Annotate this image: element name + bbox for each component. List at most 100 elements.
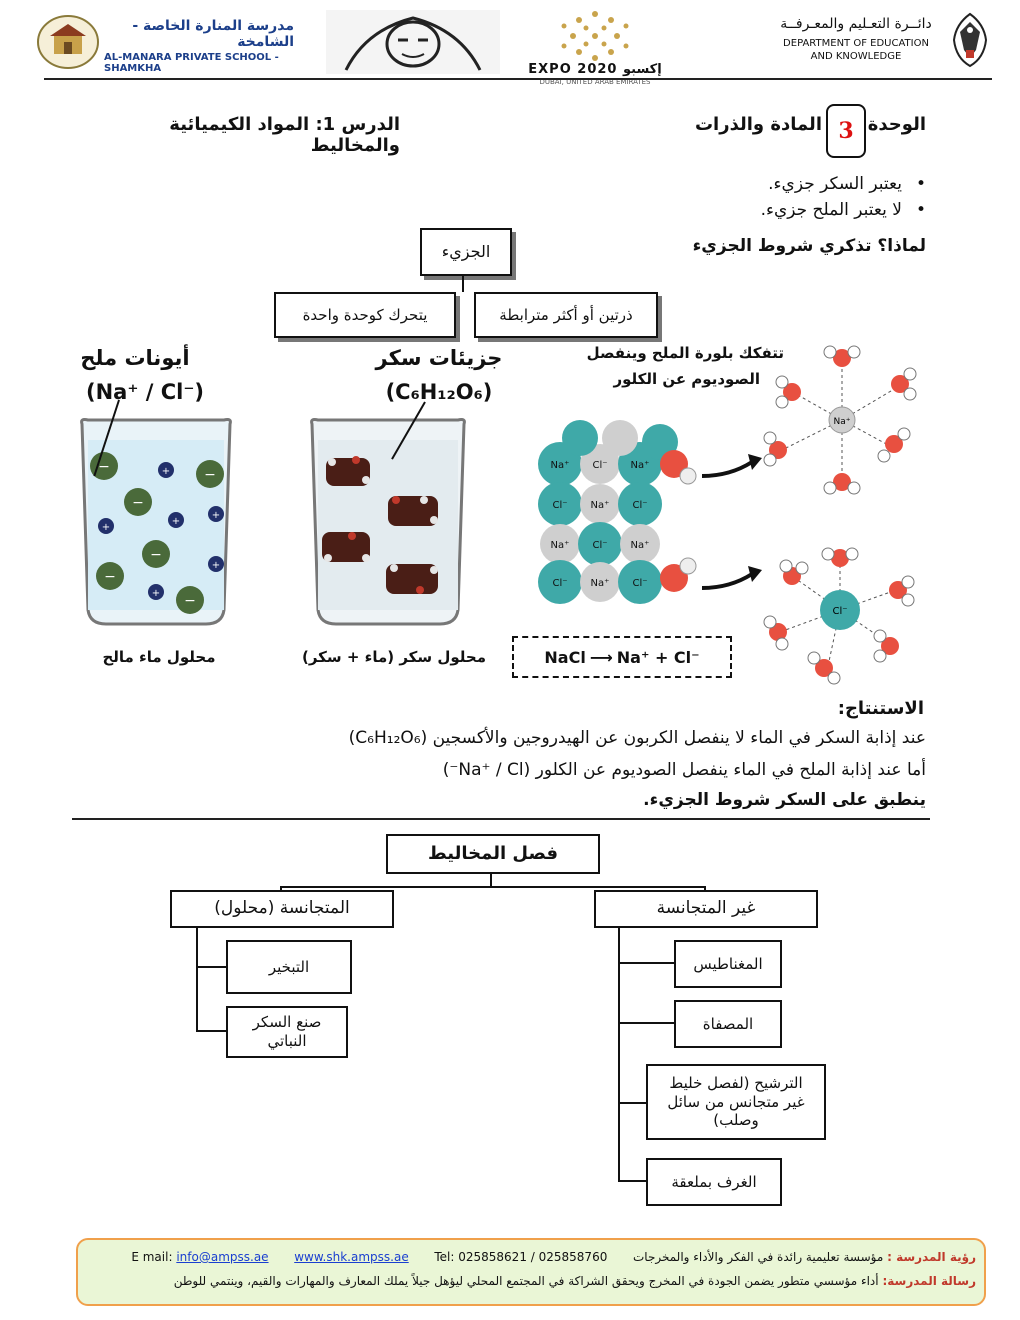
- header-divider: [44, 78, 992, 80]
- svg-text:Na⁺: Na⁺: [631, 460, 650, 471]
- expo-subtext: DUBAI, UNITED ARAB EMIRATES: [539, 78, 651, 86]
- method-rock-candy: صنع السكر النباتي: [226, 1006, 348, 1058]
- footer-tel: Tel: 025858621 / 025858760: [434, 1250, 608, 1264]
- dissolve-title-1: تتفكك بلورة الملح وينفصل: [586, 344, 784, 362]
- svg-text:Cl⁻: Cl⁻: [552, 500, 567, 511]
- dissolve-title-2: الصوديوم عن الكلور: [613, 370, 760, 388]
- footer-row-mission: رسالة المدرسة: أداء مؤسسي متطور يضمن الج…: [86, 1274, 976, 1288]
- arrow-to-cl: [700, 558, 764, 598]
- question-text: لماذا؟ تذكري شروط الجزيء: [692, 236, 926, 256]
- method-spoon: الغرف بملعقة: [646, 1158, 782, 1206]
- school-name-en: AL-MANARA PRIVATE SCHOOL - SHAMKHA: [104, 52, 279, 74]
- mission-label: رسالة المدرسة:: [882, 1274, 976, 1288]
- connector: [704, 886, 706, 890]
- separation-root-box: فصل المخاليط: [386, 834, 600, 874]
- dept-name-en-2: AND KNOWLEDGE: [810, 51, 902, 62]
- connector: [196, 966, 226, 968]
- svg-text:Cl⁻: Cl⁻: [592, 540, 607, 551]
- footer-box: رؤية المدرسة : مؤسسة تعليمية رائدة في ال…: [76, 1238, 986, 1306]
- sugar-formula: (C₆H₁₂O₆): [385, 380, 493, 404]
- equation-products: Na⁺ + Cl⁻: [616, 647, 700, 667]
- connector: [618, 926, 620, 1180]
- unit-title: المادة والذرات: [694, 114, 822, 135]
- molecule-root-box: الجزيء: [420, 228, 512, 276]
- connector: [280, 886, 706, 888]
- footer-email-group: E mail: info@ampss.ae: [131, 1250, 268, 1264]
- method-magnet: المغناطيس: [674, 940, 782, 988]
- conclusion-line-3: ينطبق على السكر شروط الجزيء.: [643, 790, 926, 810]
- equation-arrow: ⟶: [589, 647, 613, 667]
- svg-text:Cl⁻: Cl⁻: [632, 500, 647, 511]
- bullet-item: •لا يعتبر الملح جزيء.: [760, 200, 926, 220]
- method-evaporation: التبخير: [226, 940, 352, 994]
- molecule-child-bonded: ذرتين أو أكثر مترابطة: [474, 292, 658, 338]
- svg-text:+: +: [102, 522, 110, 533]
- homogeneous-box: المتجانسة (محلول): [170, 890, 394, 928]
- footer-website-link[interactable]: www.shk.ampss.ae: [294, 1250, 409, 1264]
- conclusion-heading: الاستنتاج:: [837, 698, 924, 719]
- dissociation-equation: NaCl ⟶ Na⁺ + Cl⁻: [512, 636, 732, 678]
- svg-text:−: −: [98, 459, 110, 475]
- svg-text:+: +: [172, 516, 180, 527]
- hydrated-na: Na⁺: [760, 340, 930, 500]
- svg-text:Na⁺: Na⁺: [591, 578, 610, 589]
- school-name-ar: مدرسة المنارة الخاصة - الشامخة: [132, 18, 294, 50]
- vision-label: رؤية المدرسة :: [887, 1250, 976, 1264]
- conclusion-line-1: عند إذابة السكر في الماء لا ينفصل الكربو…: [348, 728, 926, 748]
- sugar-solution-caption: محلول سكر (ماء + سكر): [301, 648, 486, 666]
- footer-email-link[interactable]: info@ampss.ae: [176, 1250, 269, 1264]
- salt-beaker: − + − − + + + − + − + −: [76, 414, 236, 628]
- falcon-emblem: [946, 10, 994, 70]
- email-label: E mail:: [131, 1250, 173, 1264]
- connector: [490, 872, 492, 888]
- unit-number-badge: 3: [826, 104, 866, 158]
- method-sieve: المصفاة: [674, 1000, 782, 1048]
- lesson-title: الدرس 1: المواد الكيميائية والمخاليط: [169, 114, 400, 156]
- method-filtration: الترشيح (لفصل خليط غير متجانس من سائل وص…: [646, 1064, 826, 1140]
- bullet-list: •يعتبر السكر جزيء. •لا يعتبر الملح جزيء.: [620, 174, 926, 220]
- sugar-molecules-title: جزيئات سكر: [375, 346, 503, 370]
- footer-row-vision: رؤية المدرسة : مؤسسة تعليمية رائدة في ال…: [86, 1250, 976, 1264]
- svg-text:−: −: [184, 593, 196, 609]
- section-divider: [72, 818, 930, 820]
- school-logo: [36, 14, 100, 70]
- connector: [462, 274, 464, 292]
- svg-text:Cl⁻: Cl⁻: [592, 460, 607, 471]
- svg-text:−: −: [132, 495, 144, 511]
- sugar-beaker: [306, 414, 470, 628]
- svg-text:Na⁺: Na⁺: [834, 417, 851, 427]
- svg-text:+: +: [212, 560, 220, 571]
- svg-text:Cl⁻: Cl⁻: [832, 606, 847, 617]
- equation-reactant: NaCl: [544, 647, 586, 667]
- connector: [196, 926, 198, 1032]
- connector: [618, 1102, 646, 1104]
- svg-text:−: −: [204, 467, 216, 483]
- vision-text: مؤسسة تعليمية رائدة في الفكر والأداء وال…: [633, 1250, 884, 1264]
- connector: [618, 962, 674, 964]
- mission-text: أداء مؤسسي متطور يضمن الجودة في المخرج و…: [173, 1274, 879, 1288]
- unit-label: الوحدة: [867, 114, 926, 135]
- svg-text:+: +: [162, 466, 170, 477]
- connector: [618, 1022, 674, 1024]
- arrow-to-na: [700, 446, 764, 486]
- svg-text:−: −: [104, 569, 116, 585]
- dept-name-ar: دائــرة التعـليم والمعـرفــة: [780, 16, 932, 32]
- hydrated-cl: Cl⁻: [758, 536, 930, 686]
- molecule-child-unit: يتحرك كوحدة واحدة: [274, 292, 456, 338]
- svg-text:Cl⁻: Cl⁻: [552, 578, 567, 589]
- salt-ions-formula: (Na⁺ / Cl⁻): [85, 380, 204, 404]
- expo-text: EXPO 2020 إكسبو: [528, 62, 662, 77]
- expo-logo: EXPO 2020 إكسبو DUBAI, UNITED ARAB EMIRA…: [502, 8, 688, 86]
- svg-text:Na⁺: Na⁺: [591, 500, 610, 511]
- leader-portrait: [326, 10, 500, 74]
- bullet-item: •يعتبر السكر جزيء.: [768, 174, 926, 194]
- salt-solution-caption: محلول ماء مالح: [102, 648, 216, 666]
- conclusion-line-2: أما عند إذابة الملح في الماء ينفصل الصود…: [442, 760, 926, 780]
- svg-text:+: +: [152, 588, 160, 599]
- heterogeneous-box: غير المتجانسة: [594, 890, 818, 928]
- connector: [280, 886, 282, 890]
- salt-ions-title: أيونات ملح: [80, 346, 190, 370]
- svg-text:Cl⁻: Cl⁻: [632, 578, 647, 589]
- svg-text:−: −: [150, 547, 162, 563]
- unit-number: 3: [838, 118, 854, 144]
